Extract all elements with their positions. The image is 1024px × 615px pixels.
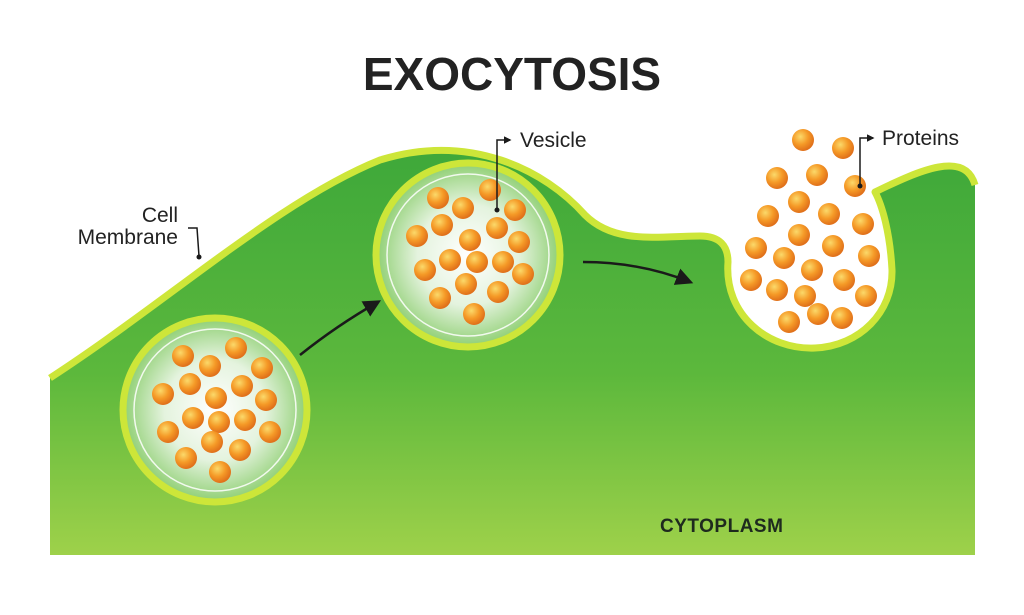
protein-sphere [205, 387, 227, 409]
protein-sphere [801, 259, 823, 281]
protein-sphere [157, 421, 179, 443]
protein-sphere [788, 191, 810, 213]
protein-sphere [452, 197, 474, 219]
cell-membrane [48, 146, 979, 381]
protein-sphere [766, 167, 788, 189]
protein-sphere [778, 311, 800, 333]
vesicle-pointer [496, 136, 512, 210]
protein-sphere [406, 225, 428, 247]
protein-sphere [455, 273, 477, 295]
protein-sphere [251, 357, 273, 379]
protein-sphere [504, 199, 526, 221]
cell-membrane-pointer [188, 227, 200, 257]
protein-sphere [487, 281, 509, 303]
protein-sphere [459, 229, 481, 251]
protein-sphere [431, 214, 453, 236]
transport-arrow-1 [299, 300, 382, 356]
protein-sphere [231, 375, 253, 397]
protein-sphere [757, 205, 779, 227]
protein-sphere [508, 231, 530, 253]
protein-sphere [792, 129, 814, 151]
protein-sphere [858, 245, 880, 267]
protein-sphere [794, 285, 816, 307]
protein-sphere [209, 461, 231, 483]
protein-sphere [229, 439, 251, 461]
protein-sphere [199, 355, 221, 377]
protein-sphere [766, 279, 788, 301]
protein-sphere [225, 337, 247, 359]
protein-sphere [831, 307, 853, 329]
proteins-pointer-dot [857, 183, 863, 189]
protein-sphere [259, 421, 281, 443]
protein-sphere [182, 407, 204, 429]
protein-sphere [773, 247, 795, 269]
cell-membrane-label-line1: Cell [142, 204, 178, 227]
protein-sphere [844, 175, 866, 197]
protein-sphere [255, 389, 277, 411]
vesicle-pointer-dot [494, 207, 500, 213]
protein-sphere [822, 235, 844, 257]
protein-sphere [152, 383, 174, 405]
protein-sphere [463, 303, 485, 325]
protein-sphere [833, 269, 855, 291]
protein-sphere [818, 203, 840, 225]
cell-membrane-callout: Cell Membrane [78, 204, 202, 260]
protein-sphere [492, 251, 514, 273]
cell-membrane-label-line2: Membrane [78, 226, 178, 249]
protein-sphere [234, 409, 256, 431]
protein-sphere [852, 213, 874, 235]
protein-sphere [208, 411, 230, 433]
vesicle-inside-proteins [152, 337, 281, 483]
protein-sphere [807, 303, 829, 325]
protein-sphere [479, 179, 501, 201]
diagram-title: EXOCYTOSIS [363, 48, 661, 100]
transport-arrow-2 [582, 260, 694, 285]
protein-sphere [201, 431, 223, 453]
protein-sphere [745, 237, 767, 259]
protein-sphere [414, 259, 436, 281]
protein-sphere [832, 137, 854, 159]
protein-sphere [486, 217, 508, 239]
protein-sphere [512, 263, 534, 285]
cytoplasm-label: CYTOPLASM [660, 516, 783, 537]
proteins-pointer [859, 134, 875, 186]
vesicle-inside [119, 314, 311, 506]
protein-sphere [466, 251, 488, 273]
protein-sphere [172, 345, 194, 367]
protein-sphere [788, 224, 810, 246]
proteins-callout: Proteins [857, 127, 959, 189]
protein-sphere [175, 447, 197, 469]
vesicle-callout: Vesicle [494, 129, 587, 213]
vesicle-fusing-proteins [406, 179, 534, 325]
protein-sphere [427, 187, 449, 209]
protein-sphere [429, 287, 451, 309]
proteins-label: Proteins [882, 127, 959, 150]
protein-sphere [740, 269, 762, 291]
released-proteins [740, 129, 880, 333]
cell-membrane-pointer-dot [196, 254, 202, 260]
vesicle-fusing [372, 159, 564, 351]
protein-sphere [806, 164, 828, 186]
protein-sphere [179, 373, 201, 395]
vesicle-label: Vesicle [520, 129, 587, 152]
protein-sphere [855, 285, 877, 307]
protein-sphere [439, 249, 461, 271]
